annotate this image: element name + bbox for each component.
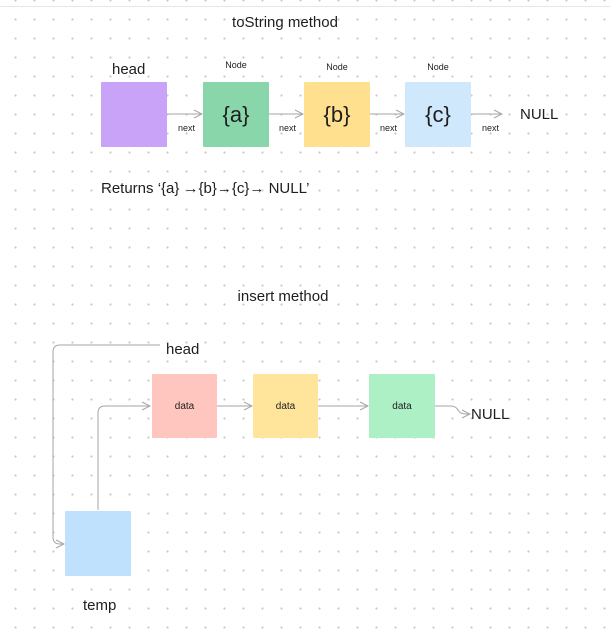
- tostring-head-label: head: [112, 61, 146, 78]
- node-b-label: Node: [326, 62, 348, 72]
- node-b-box[interactable]: {b}: [304, 82, 370, 147]
- arrow-temp-to-data1: [97, 406, 150, 510]
- insert-null-label: NULL: [471, 406, 510, 423]
- next-label-4: next: [482, 123, 500, 133]
- head-pointer-box[interactable]: [101, 82, 167, 147]
- next-label-1: next: [178, 123, 196, 133]
- insert-head-label: head: [166, 341, 200, 358]
- tostring-null-label: NULL: [520, 106, 559, 123]
- canvas-top-border: [0, 6, 610, 7]
- node-c-box[interactable]: {c}: [405, 82, 471, 147]
- next-label-3: next: [380, 123, 398, 133]
- returns-text: Returns ‘{a} →{b}→{c}→ NULL’: [101, 180, 310, 197]
- data-node-2[interactable]: data: [253, 374, 318, 438]
- node-a-box[interactable]: {a}: [203, 82, 269, 147]
- arrow-head-to-temp: [52, 344, 160, 544]
- insert-title: insert method: [237, 288, 329, 305]
- next-label-2: next: [279, 123, 297, 133]
- node-c-label: Node: [427, 62, 449, 72]
- arrow-data3-to-null: [435, 405, 470, 414]
- data-node-1[interactable]: data: [152, 374, 217, 438]
- temp-box[interactable]: [65, 511, 131, 576]
- temp-label: temp: [83, 597, 117, 614]
- node-a-label: Node: [225, 60, 247, 70]
- data-node-3[interactable]: data: [369, 374, 435, 438]
- tostring-title: toString method: [232, 14, 338, 31]
